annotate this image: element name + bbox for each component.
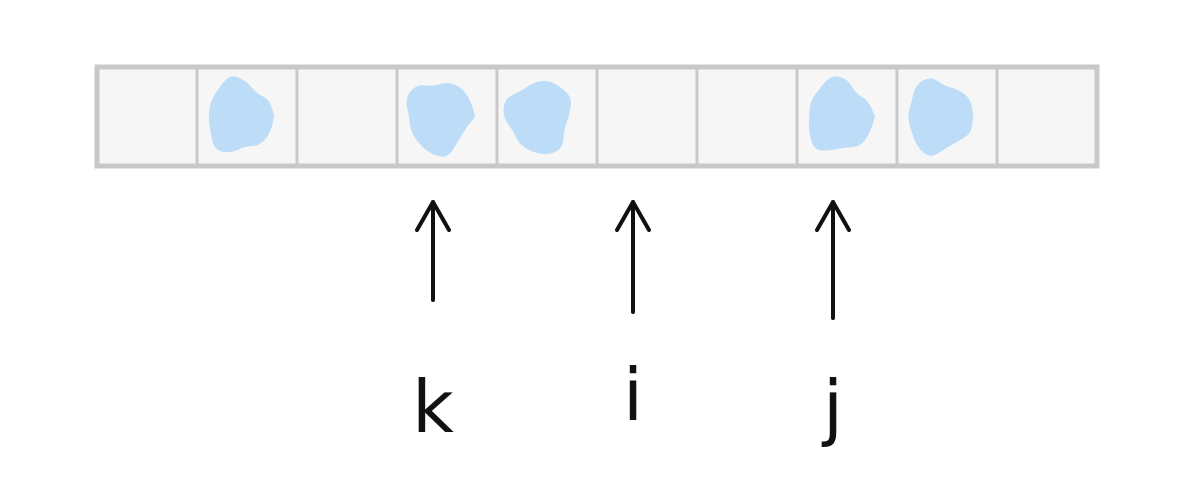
cell-blob-7 — [808, 76, 875, 151]
cell-blob-1 — [208, 76, 275, 153]
array-strip — [94, 64, 1100, 169]
arrow-up-icon — [615, 200, 651, 232]
cell-blob-8 — [908, 78, 974, 156]
arrow-up-icon — [415, 200, 451, 232]
cell-blob-4 — [503, 80, 571, 155]
pointer-label-i: i — [623, 353, 643, 437]
array-border — [94, 64, 1100, 169]
pointer-i: i — [615, 200, 651, 437]
arrow-up-icon — [815, 200, 851, 232]
pointer-label-j: j — [821, 365, 843, 449]
pointer-j: j — [815, 200, 851, 449]
pointer-label-k: k — [412, 365, 454, 449]
pointer-k: k — [412, 200, 454, 449]
cell-blob-3 — [406, 83, 476, 157]
